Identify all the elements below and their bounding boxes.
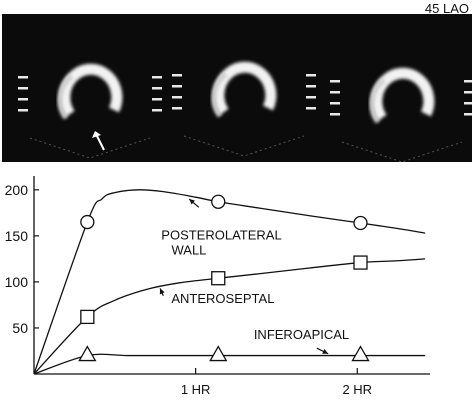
triangle-marker [209, 345, 228, 362]
scan-tick-mark [330, 113, 340, 116]
scan-tick-mark [18, 76, 28, 79]
scan-tick-mark [306, 85, 316, 88]
scan-tick-mark [172, 107, 182, 110]
y-tick-label: 150 [5, 228, 29, 244]
scan-tick-mark [152, 98, 162, 101]
myocardial-uptake [213, 61, 277, 116]
pointer-arrow-icon [188, 198, 200, 208]
scan-tick-mark [152, 76, 162, 79]
myocardial-uptake-outer [211, 72, 228, 118]
scan-tick-mark [330, 91, 340, 94]
myocardial-uptake [371, 67, 435, 122]
square-marker [80, 309, 95, 325]
circle-marker [211, 194, 226, 209]
scan-tick-mark [18, 98, 28, 101]
scan-image-2 [172, 61, 316, 157]
x-tick-label: 1 HR [181, 382, 211, 397]
square-marker [211, 271, 226, 286]
circle-marker [353, 215, 368, 231]
scan-tick-mark [172, 85, 182, 88]
scan-tick-mark [306, 107, 316, 110]
y-tick-label: 100 [5, 274, 29, 290]
triangle-marker [78, 345, 97, 362]
pointer-arrow-icon [316, 347, 329, 355]
pointer-arrow-icon [159, 288, 165, 296]
scan-outline [29, 137, 151, 159]
myocardial-uptake-outer [369, 78, 386, 124]
view-label: 45 LAO [424, 1, 469, 16]
y-tick-label: 200 [5, 182, 29, 198]
myocardial-uptake [59, 63, 123, 118]
scan-tick-mark [306, 74, 316, 77]
scan-image-1 [18, 63, 162, 159]
scan-tick-mark [18, 87, 28, 90]
scan-tick-mark [330, 80, 340, 83]
scan-outline [183, 135, 305, 157]
myocardial-uptake-outer [57, 74, 74, 120]
scan-tick-mark [330, 102, 340, 105]
square-marker [353, 255, 368, 270]
scan-tick-mark [172, 96, 182, 99]
scan-tick-mark [464, 80, 473, 83]
y-tick-label: 50 [12, 320, 28, 336]
scintigraphy-images [18, 61, 473, 163]
scan-tick-mark [18, 109, 28, 112]
scan-tick-mark [172, 74, 182, 77]
circle-marker [80, 214, 95, 230]
scan-tick-mark [306, 96, 316, 99]
triangle-marker [351, 345, 370, 362]
scintigraphy-panel [2, 14, 473, 163]
scan-tick-mark [464, 113, 473, 116]
scan-outline [341, 141, 463, 163]
x-tick-label: 2 HR [342, 382, 372, 397]
scan-tick-mark [464, 102, 473, 105]
arrow-icon [92, 131, 105, 151]
scan-tick-mark [152, 109, 162, 112]
series-label: INFEROAPICAL [254, 327, 349, 342]
scan-tick-mark [152, 87, 162, 90]
scan-tick-mark [464, 91, 473, 94]
scan-image-3 [330, 67, 473, 163]
series-label: ANTEROSEPTAL [171, 291, 274, 306]
